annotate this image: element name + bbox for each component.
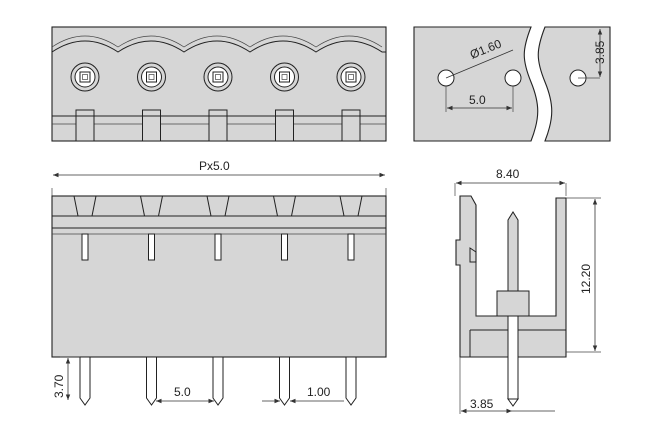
top-tab-row <box>75 109 361 142</box>
front-contact-stub <box>81 233 89 261</box>
front-pin <box>212 356 224 406</box>
side-pin-tip <box>507 398 519 407</box>
screw-head <box>207 66 229 88</box>
screw-square-drive-icon <box>212 71 224 83</box>
pin-pitch-label: 5.0 <box>174 385 191 399</box>
screw-drive-inner <box>348 74 354 80</box>
pin-width-label: 1.00 <box>307 385 331 399</box>
side-height-label: 12.20 <box>579 264 593 294</box>
top-tab <box>275 109 294 142</box>
top-scallop-edge-inner <box>51 35 383 48</box>
pcb-hole-view: Ø1.60 5.0 3.85 <box>413 26 611 142</box>
side-view: 8.40 12.20 3.85 <box>454 167 601 414</box>
pcb-hole <box>504 69 522 87</box>
front-contact-stub <box>347 233 355 261</box>
screw-head <box>340 66 362 88</box>
top-tab <box>142 109 161 142</box>
side-contact-upper <box>507 211 519 292</box>
screw-drive-inner <box>215 74 221 80</box>
front-contact-stub <box>281 233 288 261</box>
side-view-body <box>455 195 567 358</box>
side-latch <box>469 247 477 263</box>
top-scallop-edge <box>51 40 386 53</box>
pcb-left-panel <box>413 26 539 142</box>
side-contact-clamp <box>496 290 530 317</box>
screw-row <box>70 62 366 92</box>
screw-head <box>274 66 295 88</box>
top-view <box>51 26 387 142</box>
top-tab <box>341 109 361 142</box>
screw-square-drive-icon <box>146 71 157 83</box>
hole-offset-label: 3.85 <box>593 40 607 64</box>
screw-square-drive-icon <box>345 71 357 83</box>
top-tab <box>75 109 95 142</box>
screw-drive-inner <box>281 74 288 80</box>
front-notch <box>73 195 97 217</box>
top-tab <box>208 109 228 142</box>
diameter-leader <box>445 49 514 79</box>
front-view: Px5.0 3.70 5.0 1.00 <box>51 159 387 406</box>
screw-drive-inner <box>82 74 88 80</box>
front-pin <box>345 356 357 406</box>
front-notch <box>206 195 230 217</box>
pin-length-label: 3.70 <box>52 374 66 398</box>
screw-head <box>141 66 162 88</box>
front-pin <box>146 356 157 406</box>
front-pin-row <box>73 195 363 406</box>
front-notch <box>339 195 363 217</box>
screw-square-drive-icon <box>279 71 290 83</box>
front-view-body <box>51 195 387 358</box>
pitch-label: Px5.0 <box>199 159 230 173</box>
pin-offset-label: 3.85 <box>470 397 494 411</box>
front-notch <box>139 195 164 217</box>
screw-drive-inner <box>148 74 155 80</box>
screw-head <box>74 66 96 88</box>
front-pin <box>79 356 91 406</box>
front-notch <box>272 195 297 217</box>
side-width-label: 8.40 <box>496 167 520 181</box>
hole-pitch-label: 5.0 <box>469 93 486 107</box>
front-pin <box>279 356 290 406</box>
front-contact-stub <box>214 233 222 261</box>
front-contact-stub <box>148 233 155 261</box>
screw-square-drive-icon <box>79 71 91 83</box>
side-pin <box>507 315 519 400</box>
